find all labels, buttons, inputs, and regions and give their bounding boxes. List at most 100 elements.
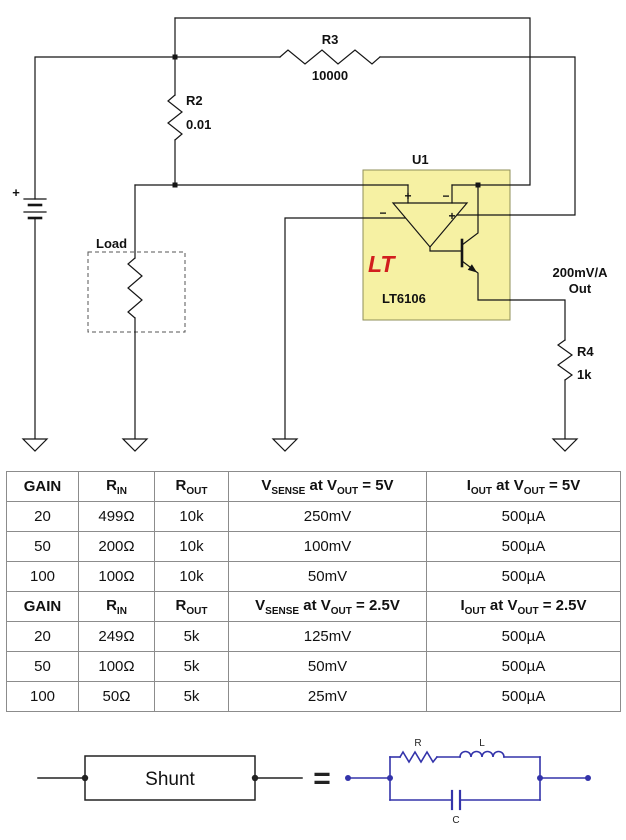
amp-minus-top-label: −	[442, 189, 449, 203]
column-header: VSENSE at VOUT = 2.5V	[228, 591, 427, 622]
junction-dot	[172, 182, 178, 188]
equiv-c-label: C	[452, 815, 459, 826]
column-header: ROUT	[154, 591, 229, 622]
table-cell: 500µA	[426, 501, 621, 532]
column-header: GAIN	[6, 591, 79, 622]
load-dashed-box	[87, 251, 186, 333]
shunt-label: Shunt	[145, 769, 195, 790]
equals-sign: =	[313, 762, 331, 795]
equiv-resistor	[398, 750, 439, 764]
lt6106-schematic: + R2 0.01 R3 10000 + − − +	[12, 17, 609, 452]
table-cell: 10k	[154, 531, 229, 562]
junction-dot	[172, 54, 178, 60]
column-header: IOUT at VOUT = 5V	[426, 471, 621, 502]
table-cell: 50	[6, 651, 79, 682]
table-cell: 50mV	[228, 651, 427, 682]
lt-logo: LT	[368, 251, 396, 277]
table-cell: 50	[6, 531, 79, 562]
junction-dot	[387, 775, 393, 781]
r3-right-wire	[379, 56, 576, 216]
amp-plus-top-label: +	[404, 189, 411, 203]
junction-dot	[537, 775, 543, 781]
table-cell: 100Ω	[78, 651, 155, 682]
amp-minus-left-label: −	[379, 206, 386, 220]
terminal-dot	[585, 775, 591, 781]
r4-value-label: 1k	[577, 367, 592, 382]
output-wire	[509, 299, 566, 341]
table-cell: 20	[6, 621, 79, 652]
vminus-ground-wire	[284, 217, 406, 440]
table-cell: 500µA	[426, 681, 621, 712]
r2-name-label: R2	[186, 93, 203, 108]
ground-symbol	[121, 438, 149, 452]
table-cell: 100mV	[228, 531, 427, 562]
load-resistor	[127, 257, 143, 319]
r3-value-label: 10000	[312, 68, 348, 83]
vplus-supply-wire	[174, 17, 531, 186]
junction-dot	[475, 182, 481, 188]
ground-symbol	[551, 438, 579, 452]
terminal-dot	[345, 775, 351, 781]
out-label-line1: 200mV/A	[553, 265, 609, 280]
r4-name-label: R4	[577, 344, 594, 359]
table-cell: 499Ω	[78, 501, 155, 532]
table-cell: 200Ω	[78, 531, 155, 562]
r3-resistor	[279, 49, 381, 65]
table-cell: 5k	[154, 621, 229, 652]
terminal-dot	[81, 774, 89, 782]
table-cell: 250mV	[228, 501, 427, 532]
terminal-dot	[251, 774, 259, 782]
column-header: RIN	[78, 471, 155, 502]
table-cell: 50mV	[228, 561, 427, 592]
table-cell: 500µA	[426, 531, 621, 562]
table-cell: 20	[6, 501, 79, 532]
column-header: VSENSE at VOUT = 5V	[228, 471, 427, 502]
battery-plus-label: +	[12, 185, 20, 200]
column-header: IOUT at VOUT = 2.5V	[426, 591, 621, 622]
out-label-line2: Out	[569, 281, 592, 296]
r2-value-label: 0.01	[186, 117, 211, 132]
r3-name-label: R3	[322, 32, 339, 47]
table-cell: 249Ω	[78, 621, 155, 652]
r2-resistor	[167, 94, 183, 141]
shunt-equivalence-diagram: Shunt = R L C	[37, 738, 591, 826]
amp-plus-right-label: +	[448, 209, 455, 223]
equiv-inductor	[459, 750, 505, 758]
u1-symbol-body	[362, 169, 511, 321]
table-cell: 10k	[154, 501, 229, 532]
ground-symbol	[21, 438, 49, 452]
table-cell: 500µA	[426, 651, 621, 682]
table-cell: 125mV	[228, 621, 427, 652]
column-header: ROUT	[154, 471, 229, 502]
column-header: GAIN	[6, 471, 79, 502]
u1-part-label: LT6106	[382, 291, 426, 306]
table-cell: 500µA	[426, 561, 621, 592]
table-cell: 100	[6, 561, 79, 592]
table-cell: 100Ω	[78, 561, 155, 592]
table-cell: 5k	[154, 681, 229, 712]
table-cell: 500µA	[426, 621, 621, 652]
column-header: RIN	[78, 591, 155, 622]
table-cell: 25mV	[228, 681, 427, 712]
load-label: Load	[96, 236, 127, 251]
equiv-l-label: L	[479, 738, 485, 749]
u1-ref-label: U1	[412, 152, 429, 167]
r4-resistor	[556, 339, 574, 381]
opamp-triangle	[391, 202, 469, 248]
equiv-r-label: R	[414, 738, 421, 749]
ground-symbol	[271, 438, 299, 452]
table-cell: 50Ω	[78, 681, 155, 712]
transistor-collector-wire	[461, 184, 479, 246]
table-cell: 100	[6, 681, 79, 712]
transistor-emitter-arrow	[467, 264, 477, 273]
